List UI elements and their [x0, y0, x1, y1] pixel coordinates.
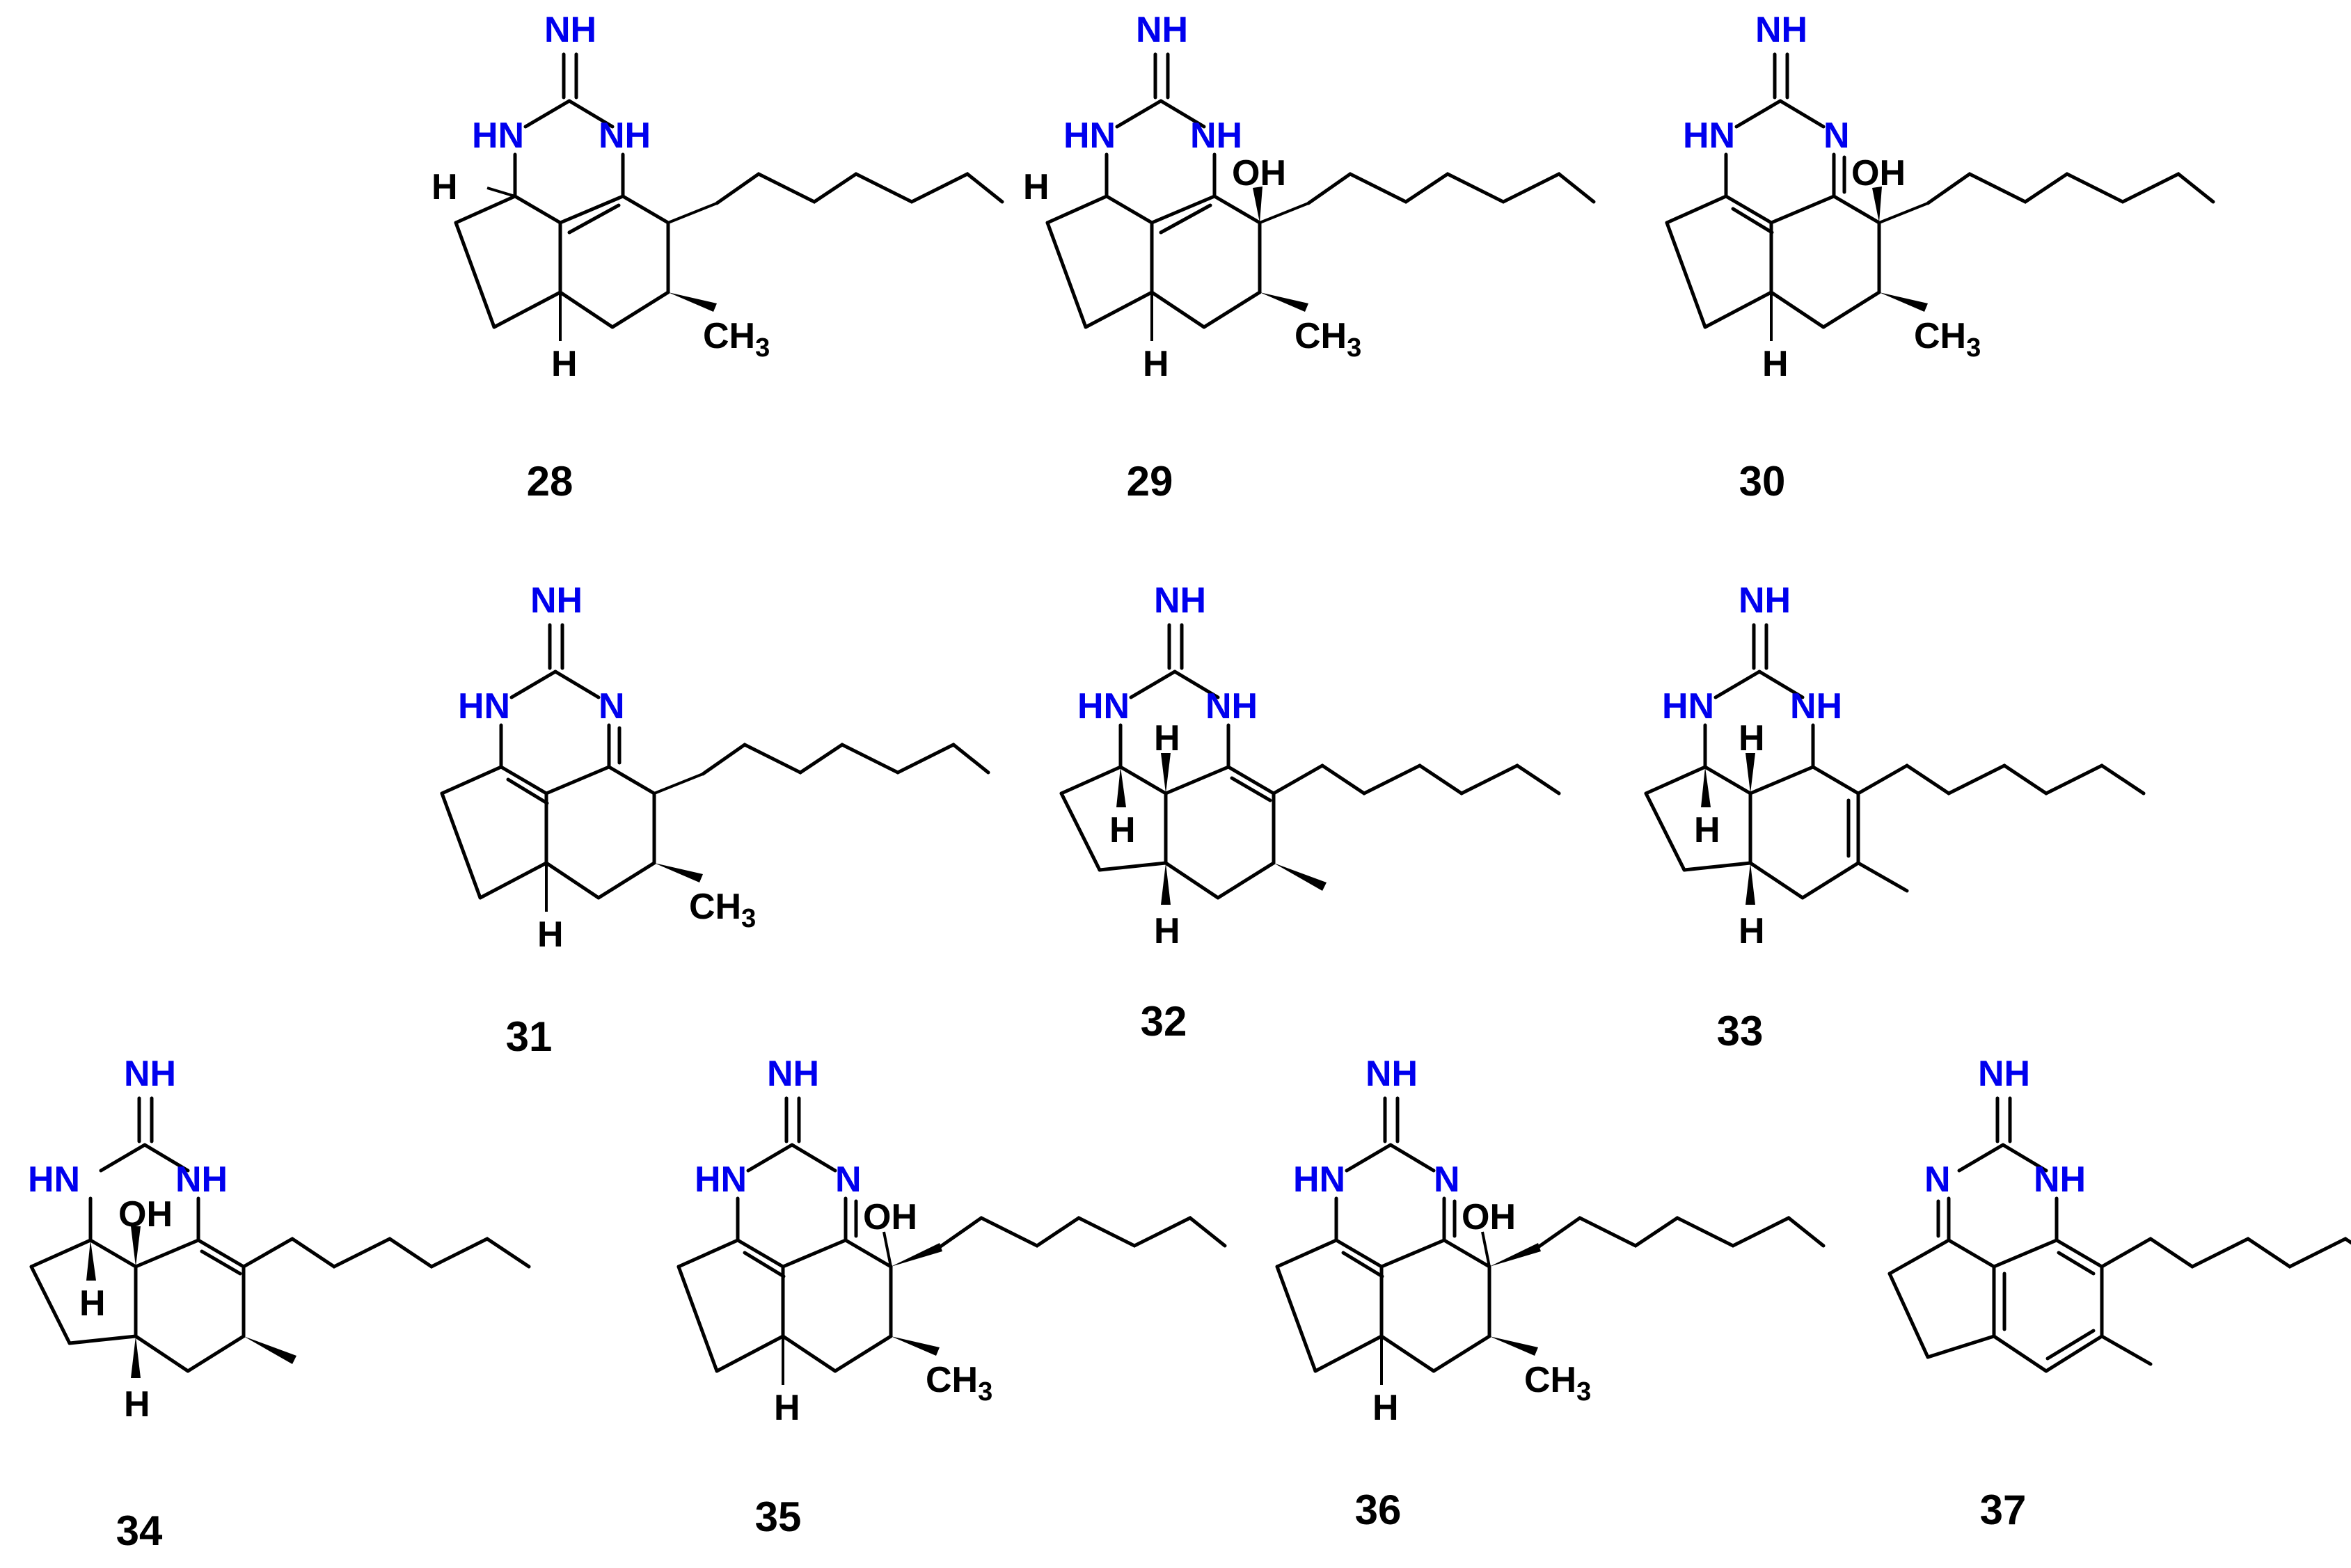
structure-34: NH HN NH OH H H 34: [28, 1054, 531, 1554]
methyl-label: CH3: [1295, 316, 1361, 363]
methyl-label: CH3: [689, 887, 756, 933]
hydrogen-label: H: [432, 167, 458, 207]
imine-label: NH: [1366, 1054, 1418, 1094]
hydrogen-label: H: [1762, 344, 1789, 384]
compound-label: 33: [1717, 1008, 1764, 1054]
hydrogen-label: H: [1154, 911, 1180, 951]
hydrogen-label: H: [1372, 1388, 1399, 1428]
amine-label: HN: [1293, 1159, 1345, 1200]
imine-label: NH: [1739, 580, 1791, 621]
amine-label: NH: [175, 1159, 228, 1200]
hydroxyl-label: OH: [118, 1194, 173, 1235]
hydrogen-label: H: [1143, 344, 1169, 384]
amine-label: HN: [472, 116, 524, 156]
imine-label: NH: [1755, 10, 1807, 50]
compound-label: 31: [506, 1013, 553, 1060]
hydrogen-label: H: [79, 1283, 106, 1324]
hydrogen-label: H: [1739, 911, 1765, 951]
imine-n-label: N: [835, 1159, 862, 1200]
structure-29: NH HN NH OH H H CH3 29: [1023, 10, 1596, 505]
compound-label: 32: [1141, 998, 1187, 1045]
hydrogen-label: H: [537, 914, 564, 955]
structure-31: NH HN N H CH3 31: [440, 580, 990, 1060]
hydrogen-label: H: [1023, 167, 1050, 207]
compound-label: 28: [527, 458, 573, 505]
structure-33: NH HN NH H H H 33: [1644, 580, 2146, 1054]
imine-label: NH: [124, 1054, 176, 1094]
amine-label: HN: [1063, 116, 1116, 156]
hydrogen-label: H: [774, 1388, 800, 1428]
amine-label: NH: [2034, 1159, 2086, 1200]
structure-37: NH N NH 37: [1887, 1054, 2351, 1533]
structure-36: NH HN N OH H CH3 36: [1275, 1054, 1826, 1533]
compound-label: 37: [1980, 1487, 2027, 1533]
structure-28: NH HN NH H H CH3 28: [432, 10, 1004, 505]
hydrogen-label: H: [1154, 718, 1180, 759]
imine-n-label: N: [1434, 1159, 1460, 1200]
imine-label: NH: [530, 580, 583, 621]
hydrogen-label: H: [1739, 718, 1765, 759]
compound-label: 35: [755, 1494, 802, 1540]
amine-label: HN: [28, 1159, 80, 1200]
hydroxyl-label: OH: [863, 1197, 917, 1237]
imine-label: NH: [767, 1054, 819, 1094]
imine-label: NH: [1978, 1054, 2030, 1094]
compound-label: 36: [1355, 1487, 1402, 1533]
imine-n-label: N: [1823, 116, 1850, 156]
hydroxyl-label: OH: [1851, 153, 1906, 193]
methyl-label: CH3: [926, 1360, 992, 1407]
amine-label: NH: [1790, 686, 1842, 727]
amine-label: HN: [1683, 116, 1735, 156]
structure-35: NH HN N OH H CH3 35: [676, 1054, 1227, 1540]
imine-n-label: N: [599, 686, 625, 727]
amine-label: NH: [599, 116, 651, 156]
amine-label: NH: [1205, 686, 1258, 727]
amine-label: HN: [695, 1159, 747, 1200]
hydroxyl-label: OH: [1232, 153, 1286, 193]
imine-label: NH: [1136, 10, 1188, 50]
hydrogen-label: H: [551, 344, 578, 384]
compound-label: 29: [1127, 458, 1173, 505]
structure-32: NH HN NH H H H 32: [1059, 580, 1561, 1045]
hydrogen-label: H: [1694, 810, 1720, 850]
hydrogen-label: H: [124, 1384, 150, 1425]
imine-n-label: N: [1924, 1159, 1951, 1200]
amine-label: HN: [1077, 686, 1130, 727]
imine-label: NH: [544, 10, 596, 50]
compound-label: 30: [1739, 458, 1786, 505]
structure-30: NH HN N OH H CH3 30: [1665, 10, 2215, 505]
methyl-label: CH3: [703, 316, 770, 363]
imine-label: NH: [1154, 580, 1206, 621]
amine-label: HN: [458, 686, 510, 727]
amine-label: HN: [1662, 686, 1714, 727]
compound-label: 34: [116, 1507, 163, 1554]
amine-label: NH: [1190, 116, 1242, 156]
methyl-label: CH3: [1914, 316, 1981, 363]
methyl-label: CH3: [1524, 1360, 1591, 1407]
hydroxyl-label: OH: [1462, 1197, 1516, 1237]
hydrogen-label: H: [1109, 810, 1136, 850]
